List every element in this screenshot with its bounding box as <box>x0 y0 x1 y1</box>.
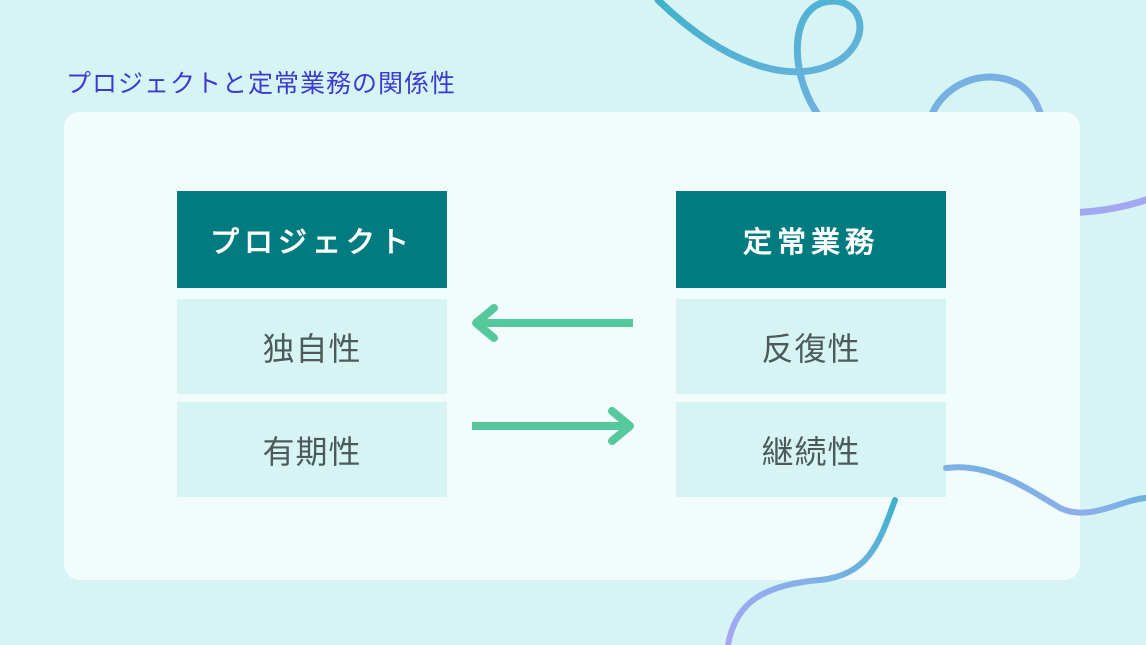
operations-trait-ongoing: 継続性 <box>676 402 946 497</box>
arrow-left-icon <box>472 304 633 342</box>
project-header: プロジェクト <box>177 191 447 288</box>
arrow-right-icon <box>472 407 634 445</box>
operations-trait-repetitive: 反復性 <box>676 299 946 394</box>
slide-title: プロジェクトと定常業務の関係性 <box>66 69 457 98</box>
operations-header: 定常業務 <box>676 191 946 288</box>
project-trait-uniqueness: 独自性 <box>177 299 447 394</box>
project-trait-temporary: 有期性 <box>177 402 447 497</box>
